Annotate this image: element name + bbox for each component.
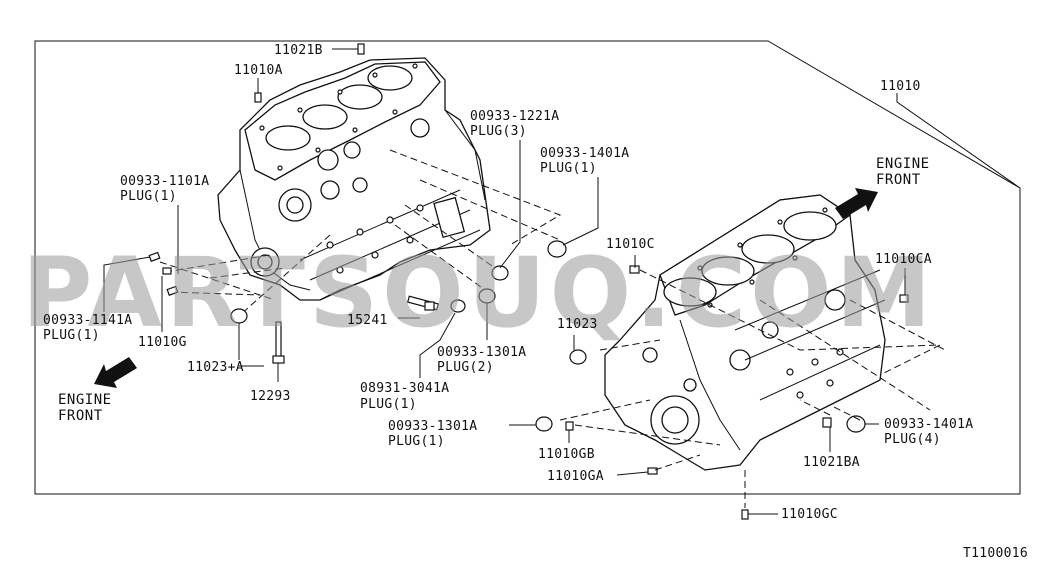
label-11010GA[interactable]: 11010GA: [547, 469, 604, 484]
label-11010CA[interactable]: 11010CA: [875, 252, 932, 267]
label-11010C[interactable]: 11010C: [606, 237, 655, 252]
label-11021B[interactable]: 11021B: [274, 43, 323, 58]
diagram-frame: [34, 40, 1021, 495]
left-leader-dashes: [159, 149, 562, 316]
left-small-parts: [148, 43, 909, 520]
engine-front-right-line2: FRONT: [876, 172, 921, 188]
label-15241[interactable]: 15241: [347, 313, 388, 328]
watermark: PARTSOUQ.COM: [22, 237, 935, 349]
label-00933-1301A-mid[interactable]: 00933-1301A: [437, 345, 526, 360]
label-11023-A[interactable]: 11023+A: [187, 360, 244, 375]
label-11010GB[interactable]: 11010GB: [538, 447, 595, 462]
label-plug-1-top: PLUG(1): [540, 161, 597, 176]
label-08931-3041A[interactable]: 08931-3041A: [360, 381, 449, 396]
label-12293[interactable]: 12293: [250, 389, 291, 404]
label-00933-1401A-right[interactable]: 00933-1401A: [884, 417, 973, 432]
label-11010A[interactable]: 11010A: [234, 63, 283, 78]
engine-front-right-line1: ENGINE: [876, 156, 930, 172]
label-00933-1301A-low[interactable]: 00933-1301A: [388, 419, 477, 434]
label-00933-1141A[interactable]: 00933-1141A: [43, 313, 132, 328]
label-11010GC[interactable]: 11010GC: [781, 507, 838, 522]
label-00933-1221A[interactable]: 00933-1221A: [470, 109, 559, 124]
label-plug-2: PLUG(2): [437, 360, 494, 375]
label-plug-1-08931: PLUG(1): [360, 397, 417, 412]
engine-front-left-line2: FRONT: [58, 408, 103, 424]
right-leader-dashes: [559, 269, 946, 508]
label-11023[interactable]: 11023: [557, 317, 598, 332]
label-11010[interactable]: 11010: [880, 79, 921, 94]
engine-front-left-line1: ENGINE: [58, 392, 112, 408]
label-plug-1-1141: PLUG(1): [43, 328, 100, 343]
label-00933-1401A-top[interactable]: 00933-1401A: [540, 146, 629, 161]
label-00933-1101A[interactable]: 00933-1101A: [120, 174, 209, 189]
label-11021BA[interactable]: 11021BA: [803, 455, 860, 470]
label-11010G[interactable]: 11010G: [138, 335, 187, 350]
engine-front-arrow-right: [835, 188, 878, 219]
figure-code: T1100016: [963, 546, 1028, 561]
engine-front-arrow-left: [94, 357, 137, 388]
left-cylinder-block: [217, 57, 491, 301]
leader-lines: [103, 48, 1021, 515]
label-plug-4: PLUG(4): [884, 432, 941, 447]
label-plug-3: PLUG(3): [470, 124, 527, 139]
label-plug-1-low: PLUG(1): [388, 434, 445, 449]
right-cylinder-block: [604, 194, 886, 471]
label-plug-1-left: PLUG(1): [120, 189, 177, 204]
